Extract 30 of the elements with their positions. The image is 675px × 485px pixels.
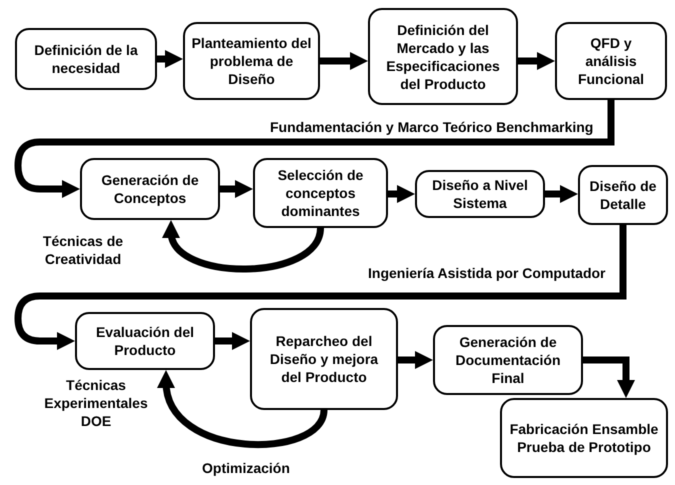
note-text: Fundamentación y Marco Teórico Benchmarking bbox=[270, 118, 594, 136]
note-text: Ingeniería Asistida por Computador bbox=[368, 264, 606, 282]
arrow bbox=[164, 220, 324, 272]
process-box: Selección de conceptos dominantes bbox=[253, 158, 388, 228]
arrow bbox=[518, 52, 555, 70]
arrow bbox=[388, 185, 415, 203]
process-box: Diseño de Detalle bbox=[578, 165, 668, 225]
process-box: Reparcheo del Diseño y mejora del Producto bbox=[250, 308, 398, 410]
process-box: Generación de Documentación Final bbox=[433, 325, 583, 395]
arrow bbox=[583, 356, 635, 398]
arrow bbox=[14, 100, 614, 198]
process-box: Generación de Conceptos bbox=[80, 158, 220, 220]
arrow bbox=[320, 52, 368, 70]
edge-label: Optimización bbox=[200, 460, 292, 476]
process-box: QFD y análisis Funcional bbox=[555, 22, 667, 100]
arrow bbox=[157, 50, 183, 68]
process-box: Fabricación Ensamble Prueba de Prototipo bbox=[500, 398, 668, 478]
arrow bbox=[158, 370, 328, 448]
arrow bbox=[215, 332, 250, 350]
arrow bbox=[220, 180, 253, 198]
process-box: Diseño a Nivel Sistema bbox=[415, 170, 545, 218]
arrow bbox=[398, 351, 433, 369]
process-box: Planteamiento del problema de Diseño bbox=[183, 22, 320, 100]
process-box: Definición del Mercado y las Especificaciones del Producto bbox=[368, 8, 518, 105]
note-text: Técnicas Experimentales DOE bbox=[43, 376, 149, 430]
process-box: Evaluación del Producto bbox=[75, 312, 215, 370]
note-text: Técnicas de Creatividad bbox=[42, 232, 124, 268]
process-box: Definición de la necesidad bbox=[15, 28, 157, 90]
arrow bbox=[545, 185, 578, 203]
arrow bbox=[14, 225, 626, 350]
